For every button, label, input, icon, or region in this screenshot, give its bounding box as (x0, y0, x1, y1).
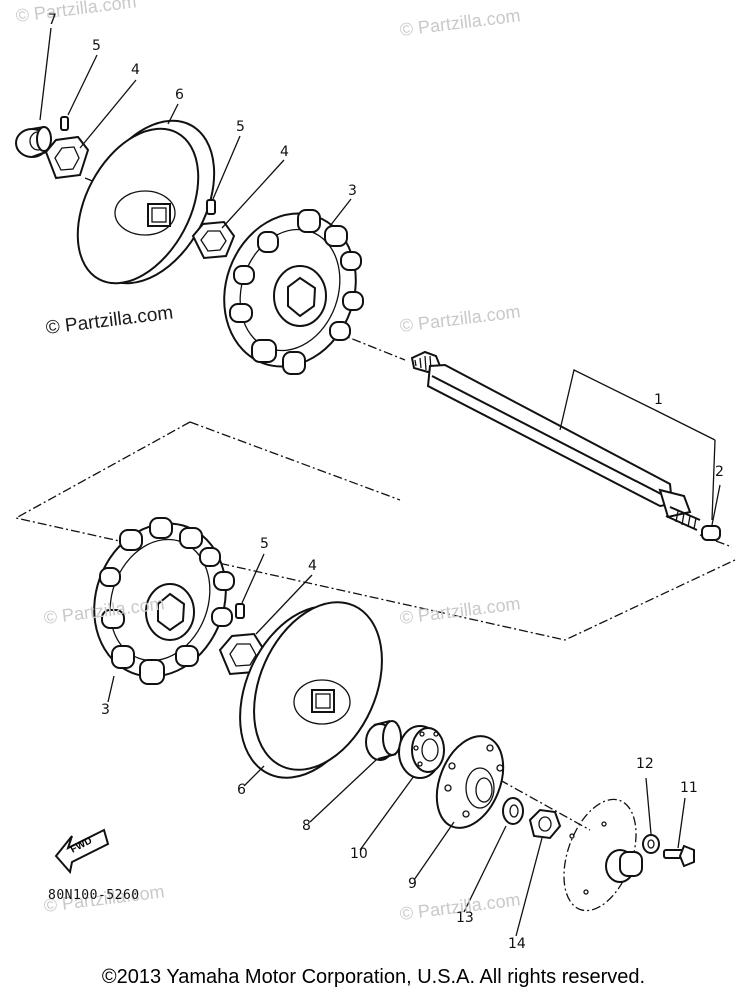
label-part-11: 11 (680, 780, 698, 796)
part-shaft-1 (410, 350, 701, 531)
label-part-3: 3 (348, 183, 357, 199)
part-hub (563, 798, 643, 912)
part-cap-2 (701, 525, 721, 541)
part-washer-13 (502, 797, 524, 825)
label-part-5: 5 (236, 119, 245, 135)
part-nut-14 (528, 808, 562, 840)
label-part-14: 14 (508, 936, 526, 952)
part-sprocket-3b (93, 517, 235, 685)
part-bushing-4a (44, 135, 90, 180)
label-part-6: 6 (237, 782, 246, 798)
label-part-10: 10 (350, 846, 368, 862)
part-wheel-6a (76, 119, 216, 285)
diagram-code: 80N100-5260 (48, 888, 140, 903)
part-spacer-8 (365, 720, 402, 761)
part-bushing-4b (191, 220, 236, 260)
part-sprocket-3a (223, 209, 364, 375)
label-part-5: 5 (92, 38, 101, 54)
copyright-footer: ©2013 Yamaha Motor Corporation, U.S.A. A… (101, 966, 646, 988)
label-part-4: 4 (131, 62, 140, 78)
label-part-2: 2 (715, 464, 724, 480)
label-part-5: 5 (260, 536, 269, 552)
fwd-arrow-icon (54, 828, 110, 875)
part-washer-12 (642, 834, 660, 854)
label-part-13: 13 (456, 910, 474, 926)
part-wheel-6b (239, 601, 383, 779)
label-part-4: 4 (308, 558, 317, 574)
axis-line-lower (499, 779, 591, 831)
label-part-7: 7 (48, 12, 57, 28)
part-key-5b (206, 199, 216, 215)
part-bearing-10 (398, 725, 445, 779)
label-part-9: 9 (408, 876, 417, 892)
assembly-lines (14, 177, 736, 831)
dashed-bracket (14, 421, 736, 641)
label-part-4: 4 (280, 144, 289, 160)
part-bolt-11 (663, 844, 695, 868)
label-part-6: 6 (175, 87, 184, 103)
part-collar-7 (15, 126, 52, 158)
dashed-bracket-top (189, 421, 401, 501)
leader-lines (39, 27, 721, 937)
label-part-3: 3 (101, 702, 110, 718)
label-part-12: 12 (636, 756, 654, 772)
label-part-1: 1 (654, 392, 663, 408)
part-key-5a (60, 116, 69, 131)
part-plate-9 (435, 735, 505, 829)
part-key-5c (235, 603, 245, 619)
label-part-8: 8 (302, 818, 311, 834)
